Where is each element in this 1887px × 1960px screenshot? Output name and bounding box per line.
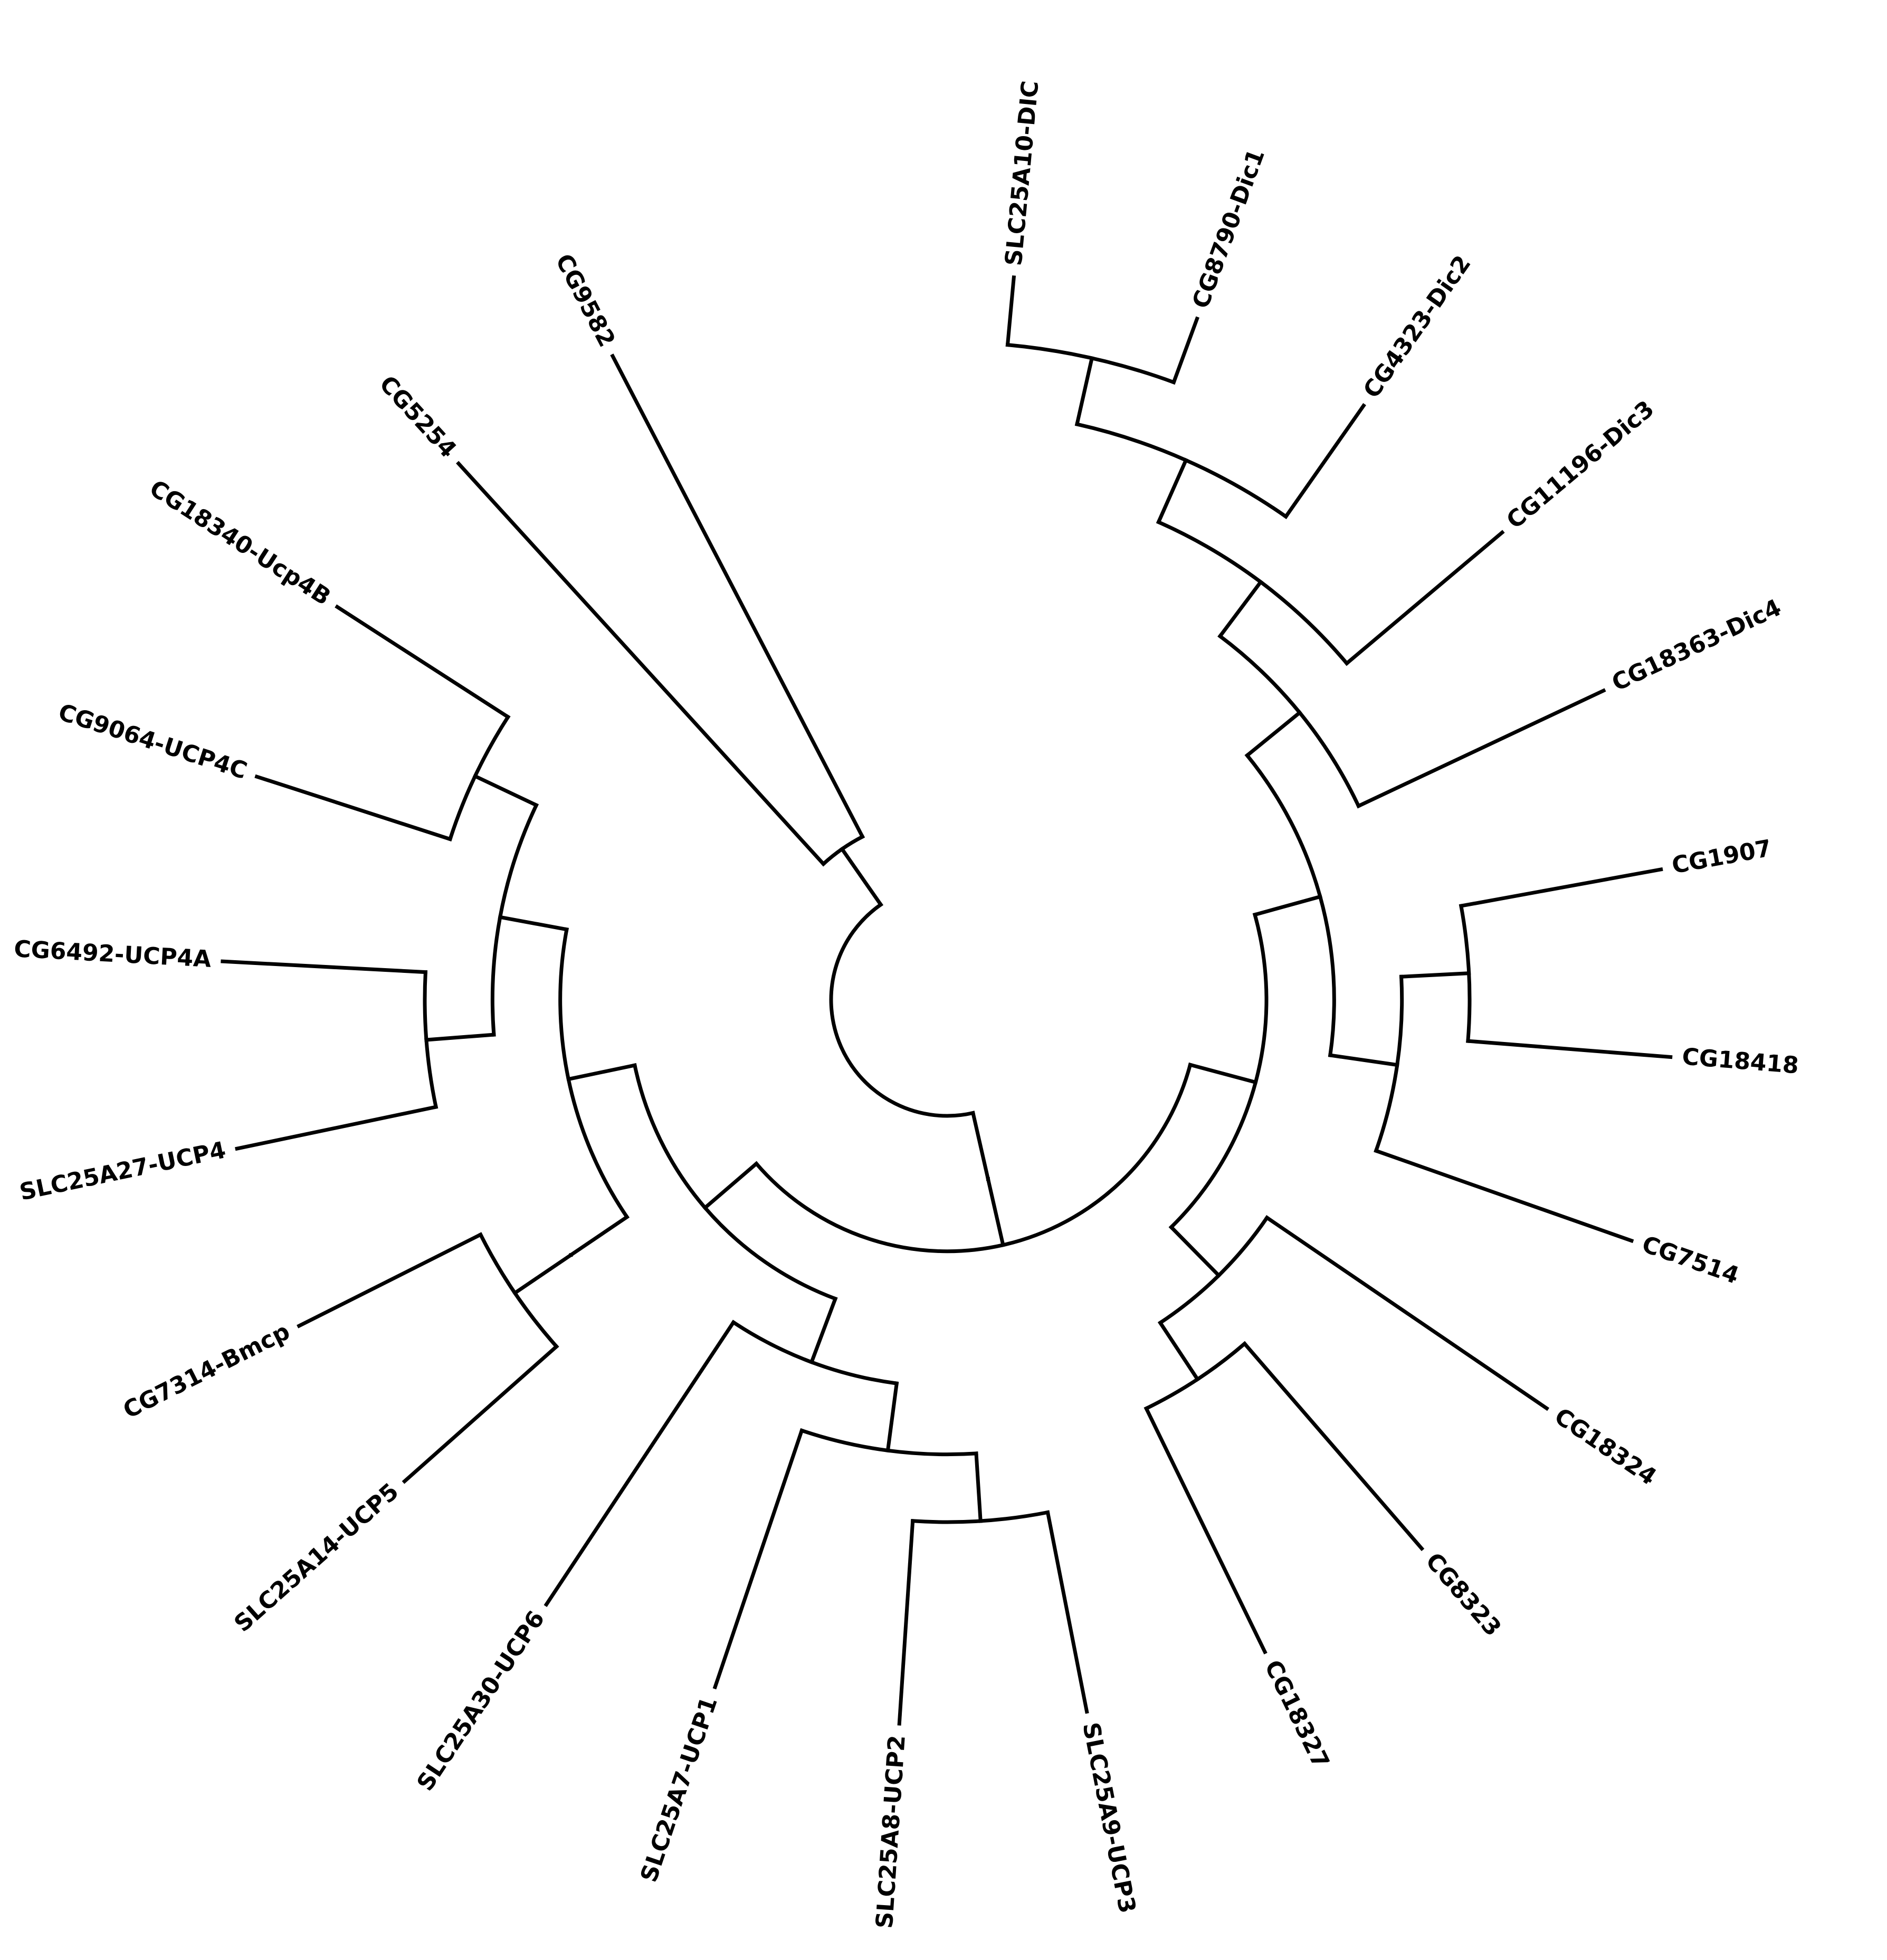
- branch-segment-54: [402, 1344, 559, 1484]
- branch-arc-6: [1168, 912, 1269, 1230]
- leaf-label-15: SLC25A14-UCP5: [229, 1478, 404, 1637]
- tree-branches: [221, 275, 1673, 1726]
- branch-arc-12: [1156, 519, 1350, 666]
- branch-segment-46: [712, 1428, 804, 1690]
- branch-segment-69: [610, 353, 865, 839]
- branch-segment-58: [424, 1032, 496, 1042]
- branch-segment-13: [1156, 457, 1189, 525]
- branch-segment-61: [221, 959, 428, 974]
- branch-segment-21: [1356, 688, 1606, 809]
- branch-segment-36: [702, 1161, 759, 1211]
- branch-segment-45: [897, 1519, 915, 1726]
- branch-arc-43: [910, 1510, 1050, 1524]
- leaf-label-20: CG18340-Ucp4B: [145, 475, 336, 611]
- branch-segment-60: [235, 1104, 439, 1151]
- branch-segment-68: [456, 461, 826, 867]
- branch-arc-41: [799, 1428, 978, 1457]
- branch-arc-10: [1217, 633, 1361, 809]
- branch-arc-39: [731, 1320, 899, 1386]
- branch-segment-40: [885, 1381, 899, 1453]
- branch-segment-3: [986, 1177, 1006, 1247]
- leaf-labels: SLC25A10-DIC CG8790-Dic1CG4323-Dic2CG1119…: [13, 80, 1799, 1929]
- branch-segment-9: [1244, 710, 1302, 758]
- branch-segment-64: [254, 774, 453, 842]
- leaf-label-10: CG18327: [1259, 1656, 1335, 1773]
- branch-segment-18: [1171, 316, 1199, 385]
- branch-arc-37: [632, 1063, 838, 1302]
- leaf-label-14: SLC25A30-UCP6: [412, 1606, 550, 1796]
- leaf-label-18: CG6492-UCP4A: [13, 935, 212, 973]
- branch-segment-44: [1045, 1510, 1089, 1714]
- branch-segment-15: [1074, 356, 1094, 427]
- branch-segment-11: [1217, 579, 1263, 639]
- branch-segment-42: [974, 1451, 983, 1523]
- branch-arc-23: [1374, 974, 1404, 1153]
- leaf-label-4: CG18363-Dic4: [1608, 594, 1786, 696]
- leaf-label-9: CG8323: [1420, 1547, 1506, 1641]
- branch-arc-0: [829, 902, 976, 1118]
- branch-segment-27: [1466, 1039, 1673, 1059]
- branch-arc-49: [558, 927, 630, 1220]
- branch-arc-57: [490, 802, 539, 1037]
- branch-segment-38: [809, 1296, 838, 1365]
- leaf-label-8: CG18324: [1549, 1403, 1661, 1491]
- leaf-label-5: CG1907: [1670, 835, 1774, 879]
- branch-arc-14: [1074, 422, 1289, 519]
- branch-segment-1: [970, 1111, 990, 1181]
- leaf-label-6: CG18418: [1681, 1043, 1800, 1079]
- branch-segment-65: [335, 604, 511, 720]
- branch-segment-26: [1459, 867, 1663, 909]
- leaf-label-1: CG8790-Dic1: [1187, 146, 1270, 312]
- branch-segment-7: [1252, 894, 1323, 917]
- branch-arc-53: [478, 1232, 559, 1350]
- branch-segment-55: [297, 1232, 483, 1328]
- leaf-label-13: SLC25A7-UCP1: [635, 1694, 723, 1886]
- branch-segment-24: [1399, 971, 1471, 979]
- leaf-label-12: SLC25A8-UCP2: [871, 1734, 911, 1929]
- branch-segment-20: [1344, 530, 1505, 666]
- branch-segment-5: [1188, 1062, 1258, 1085]
- branch-segment-48: [566, 1063, 637, 1082]
- branch-segment-17: [1005, 275, 1016, 347]
- leaf-label-0: SLC25A10-DIC: [1000, 80, 1044, 267]
- branch-segment-31: [1264, 1215, 1550, 1411]
- leaf-label-7: CG7514: [1638, 1231, 1742, 1290]
- branch-arc-67: [821, 834, 865, 867]
- branch-arc-63: [447, 714, 511, 842]
- branch-arc-4: [754, 1062, 1193, 1254]
- branch-arc-25: [1459, 904, 1472, 1043]
- branch-segment-19: [1283, 403, 1366, 519]
- leaf-label-17: SLC25A27-UCP4: [17, 1136, 228, 1206]
- leaf-label-21: CG5254: [374, 370, 462, 463]
- branch-segment-32: [1157, 1320, 1200, 1382]
- leaf-label-2: CG4323-Dic2: [1358, 251, 1476, 403]
- leaf-label-16: CG7314-Bmcp: [119, 1318, 294, 1424]
- branch-segment-66: [839, 846, 883, 907]
- branch-segment-62: [472, 773, 539, 808]
- branch-segment-29: [1168, 1225, 1222, 1278]
- branch-segment-28: [1374, 1148, 1634, 1244]
- branch-segment-47: [544, 1320, 736, 1608]
- branch-segment-50: [568, 1214, 630, 1258]
- leaf-label-22: CG9582: [550, 250, 620, 351]
- branch-segment-34: [1242, 1341, 1425, 1552]
- leaf-label-19: CG9064-UCP4C: [55, 699, 250, 785]
- leaf-label-3: CG11196-Dic3: [1501, 395, 1659, 534]
- branch-arc-8: [1244, 752, 1336, 1058]
- branch-arc-59: [423, 970, 439, 1110]
- branch-arc-30: [1157, 1215, 1270, 1326]
- leaf-label-11: SLC25A9-UCP3: [1077, 1720, 1141, 1916]
- branch-arc-16: [1005, 342, 1176, 385]
- branch-arc-33: [1143, 1341, 1247, 1411]
- branch-segment-22: [1328, 1053, 1399, 1067]
- branch-segment-52: [512, 1252, 574, 1296]
- branch-segment-35: [1143, 1406, 1267, 1655]
- branch-segment-56: [498, 915, 569, 932]
